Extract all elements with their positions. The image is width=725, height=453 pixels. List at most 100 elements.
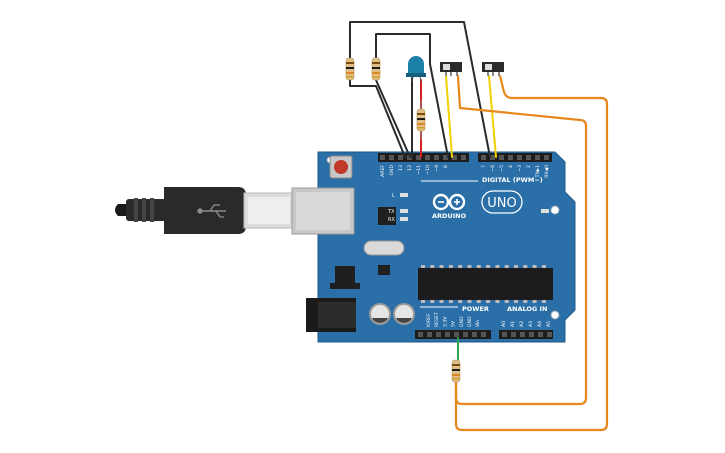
ic-pin — [523, 300, 528, 303]
pin-label: ~5 — [499, 165, 505, 172]
led-l-label: L — [392, 193, 395, 199]
pin-hole[interactable] — [481, 332, 486, 337]
pin-label: ~6 — [490, 165, 496, 172]
pin-label: A0 — [501, 321, 507, 327]
wire-black[interactable] — [375, 79, 411, 158]
pin-hole[interactable] — [502, 332, 507, 337]
pin-hole[interactable] — [544, 155, 549, 160]
pin-hole[interactable] — [452, 155, 457, 160]
pin-hole[interactable] — [454, 332, 459, 337]
pin-hole[interactable] — [434, 155, 439, 160]
header-top-right — [478, 153, 552, 162]
mounting-hole — [550, 205, 560, 215]
pin-hole[interactable] — [481, 155, 486, 160]
pin-hole[interactable] — [472, 332, 477, 337]
ic-pin — [448, 300, 453, 303]
pin-hole[interactable] — [490, 155, 495, 160]
usb-chip — [378, 207, 396, 225]
pin-hole[interactable] — [425, 155, 430, 160]
pin-hole[interactable] — [461, 155, 466, 160]
ic-pin — [439, 265, 444, 268]
wire-black[interactable] — [375, 33, 449, 158]
ic-pin — [504, 300, 509, 303]
pin-label: AREF — [380, 165, 386, 177]
pin-hole[interactable] — [508, 155, 513, 160]
pin-label: 13 — [398, 165, 404, 171]
pin-label: 2 — [526, 165, 532, 168]
pin-hole[interactable] — [416, 155, 421, 160]
pin-label: ~10 — [425, 165, 431, 175]
pin-hole[interactable] — [499, 155, 504, 160]
led[interactable] — [406, 56, 426, 83]
pin-hole[interactable] — [436, 332, 441, 337]
wire-orange[interactable] — [454, 74, 588, 406]
wire-yellow[interactable] — [445, 75, 453, 158]
ic-pin — [421, 300, 425, 303]
ic-pin — [421, 265, 425, 268]
pin-label: A3 — [528, 321, 534, 327]
pin-hole[interactable] — [517, 155, 522, 160]
capacitor — [369, 303, 391, 325]
ic-pin — [448, 265, 453, 268]
pin-hole[interactable] — [445, 332, 450, 337]
ic-pin — [430, 300, 435, 303]
pin-label: Vin — [475, 320, 481, 327]
crystal-oscillator — [363, 240, 405, 256]
ic-pin — [495, 265, 500, 268]
pin-hole[interactable] — [427, 332, 432, 337]
ic-pin — [495, 300, 500, 303]
pin-label: GND — [389, 165, 395, 176]
digital-header-label: DIGITAL (PWM~) — [482, 176, 543, 184]
pin-hole[interactable] — [398, 155, 403, 160]
resistor[interactable] — [416, 100, 426, 140]
pin-hole[interactable] — [538, 332, 543, 337]
pin-label: 7 — [481, 165, 487, 168]
capacitor — [393, 303, 415, 325]
led-rx-indicator — [400, 217, 408, 221]
pin-hole[interactable] — [418, 332, 423, 337]
pin-label: ~3 — [517, 165, 523, 172]
resistor[interactable] — [451, 359, 461, 383]
pin-label: 5V — [451, 320, 457, 327]
resistor[interactable] — [345, 57, 355, 81]
analog-header-label: ANALOG IN — [507, 305, 547, 313]
power-header-label: POWER — [462, 305, 489, 313]
wire-black[interactable] — [349, 79, 406, 158]
pin-hole[interactable] — [526, 155, 531, 160]
infinity-icon — [432, 193, 466, 211]
pin-hole[interactable] — [547, 332, 552, 337]
ic-pin — [439, 300, 444, 303]
wire-orange[interactable] — [454, 74, 609, 432]
dc-power-jack — [306, 298, 356, 332]
pin-label: 3.3V — [442, 316, 448, 327]
ic-pin — [458, 300, 463, 303]
pin-hole[interactable] — [529, 332, 534, 337]
slide-switch[interactable] — [482, 62, 504, 76]
pin-hole[interactable] — [535, 155, 540, 160]
led-on-label: ON — [551, 209, 559, 215]
ic-pin — [430, 265, 435, 268]
pin-hole[interactable] — [520, 332, 525, 337]
voltage-regulator — [335, 266, 355, 286]
ic-pin — [486, 300, 491, 303]
pin-hole[interactable] — [389, 155, 394, 160]
arduino-logo: ARDUINO UNO — [432, 190, 523, 220]
pin-hole[interactable] — [443, 155, 448, 160]
header-top-left — [378, 153, 469, 162]
pin-hole[interactable] — [511, 332, 516, 337]
pin-hole[interactable] — [380, 155, 385, 160]
wire-black[interactable] — [349, 21, 491, 158]
ic-pin — [514, 300, 518, 303]
pin-hole[interactable] — [463, 332, 468, 337]
led-tx-label: TX — [387, 209, 395, 215]
pin-label: GND — [467, 316, 473, 327]
header-power — [415, 330, 491, 339]
wire-yellow[interactable] — [488, 75, 497, 158]
slide-switch[interactable] — [440, 62, 462, 76]
usb-cable[interactable] — [115, 187, 295, 234]
ic-pin — [467, 300, 472, 303]
resistor[interactable] — [371, 57, 381, 81]
pin-label: ~11 — [416, 165, 422, 175]
pin-label: RX◀0 — [544, 165, 550, 178]
